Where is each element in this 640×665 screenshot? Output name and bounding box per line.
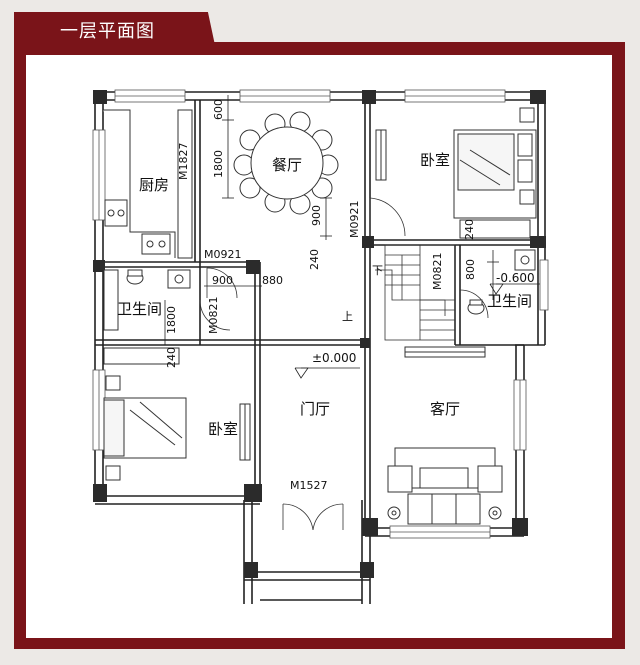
door-swings xyxy=(199,197,489,531)
room-label-bathroom-e: 卫生间 xyxy=(487,292,532,310)
dim-240-bath-w: 240 xyxy=(165,347,178,368)
level-markers xyxy=(294,283,540,379)
columns xyxy=(93,90,546,578)
dim-900-bath: 900 xyxy=(212,274,233,287)
bathroom-e-fixtures xyxy=(467,249,536,315)
room-label-dining: 餐厅 xyxy=(272,156,302,174)
room-label-foyer: 门厅 xyxy=(300,400,330,418)
dining-table xyxy=(233,111,339,215)
door-label-m0821-bath-e: M0821 xyxy=(431,253,444,291)
dimension-lines xyxy=(164,95,499,345)
dim-800: 800 xyxy=(464,259,477,280)
room-label-bathroom-w: 卫生间 xyxy=(117,300,162,318)
dim-240-bath-e: 240 xyxy=(463,219,476,240)
room-label-bedroom-ne: 卧室 xyxy=(420,151,450,169)
door-label-m0921-bath: M0921 xyxy=(204,248,242,261)
bedroom-sw-furniture xyxy=(103,347,251,481)
page-title: 一层平面图 xyxy=(60,21,155,42)
room-label-living: 客厅 xyxy=(430,400,460,418)
door-label-m1827: M1827 xyxy=(177,143,190,181)
dim-900-dining: 900 xyxy=(310,205,323,226)
room-label-bedroom-sw: 卧室 xyxy=(208,420,238,438)
bedroom-ne-furniture xyxy=(375,107,537,239)
door-label-m1527: M1527 xyxy=(290,479,328,492)
windows xyxy=(92,89,549,539)
title-tab xyxy=(14,12,216,50)
bathroom-w-fixtures xyxy=(103,269,191,331)
room-label-kitchen: 厨房 xyxy=(139,176,169,194)
dim-1800: 1800 xyxy=(212,150,225,178)
dim-240-dining: 240 xyxy=(308,249,321,270)
staircase xyxy=(375,244,456,341)
door-label-m0921-dining: M0921 xyxy=(348,201,361,239)
stair-down-label: 下 xyxy=(372,264,383,277)
dim-1800-bath: 1800 xyxy=(165,306,178,334)
sofa-set xyxy=(387,346,503,525)
dim-880: 880 xyxy=(262,274,283,287)
dim-600: 600 xyxy=(212,99,225,120)
level-bath: -0.600 xyxy=(496,271,535,285)
title-rule xyxy=(210,48,625,50)
door-label-m0821-bath-w: M0821 xyxy=(207,297,220,335)
kitchen-counter xyxy=(103,109,193,259)
stair-up-label: 上 xyxy=(342,310,353,323)
level-main: ±0.000 xyxy=(312,351,356,365)
